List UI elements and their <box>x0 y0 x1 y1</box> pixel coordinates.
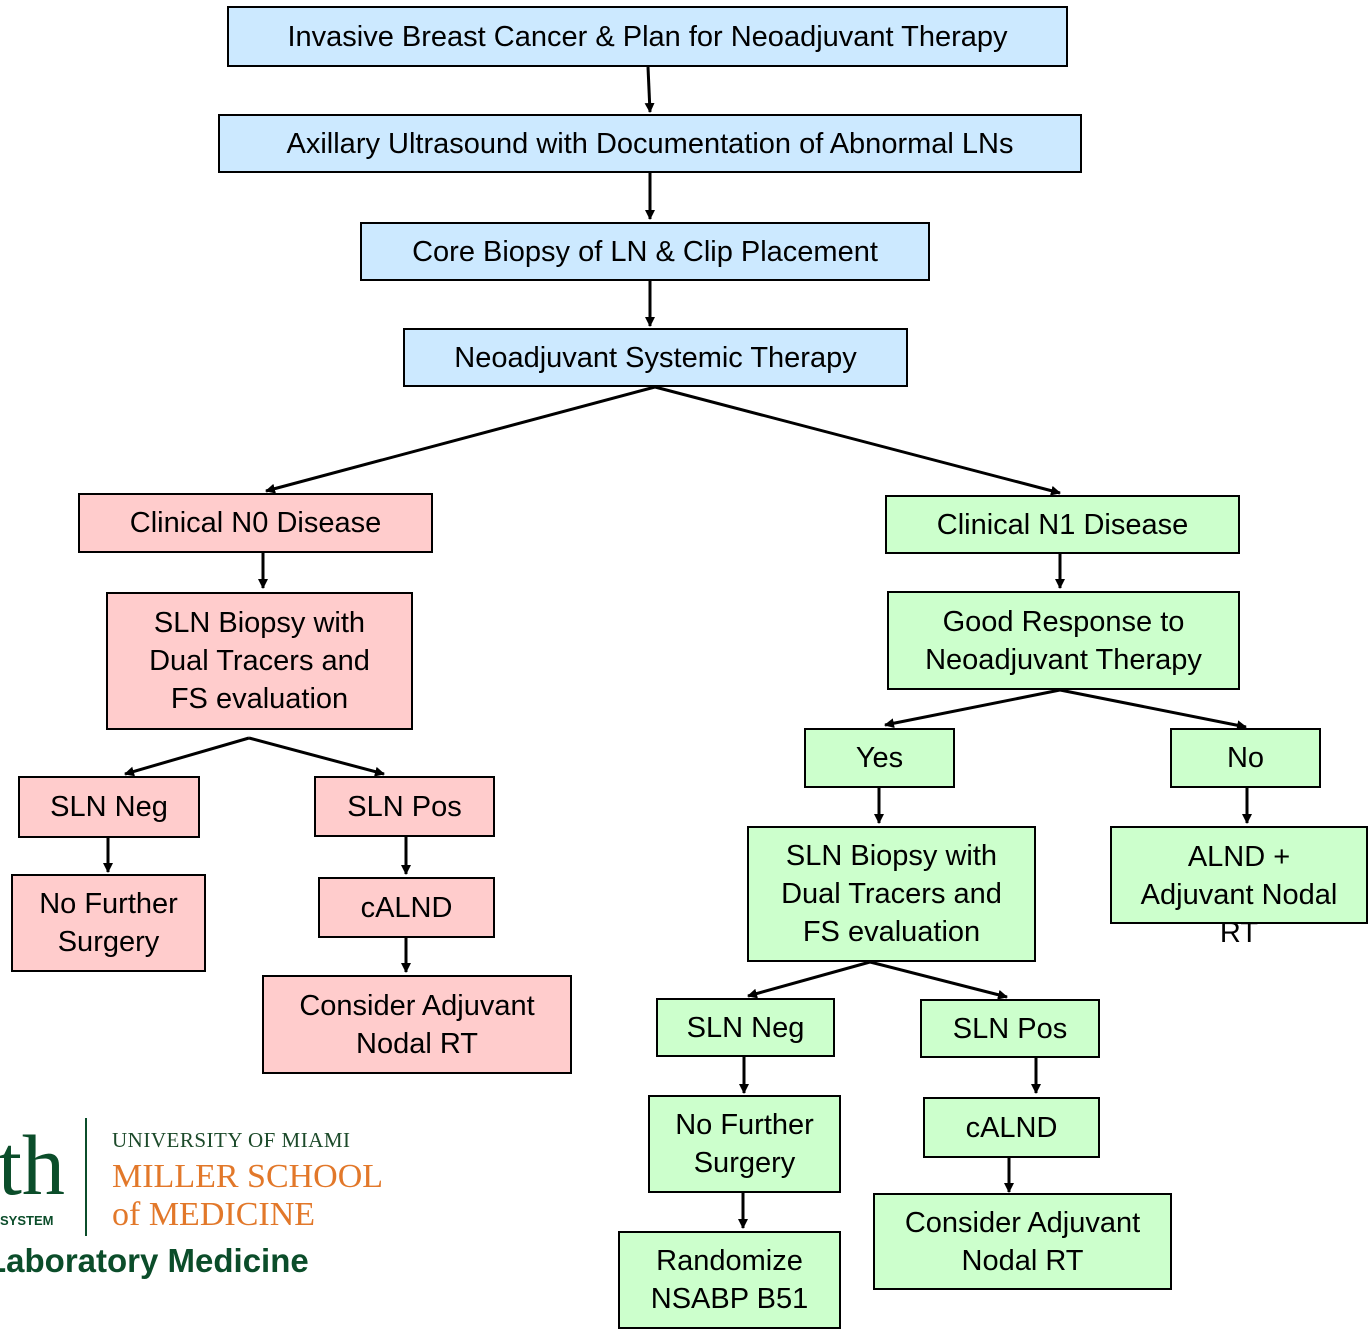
arrow <box>747 960 871 999</box>
node-n1-sln-biopsy: SLN Biopsy with Dual Tracers and FS eval… <box>747 826 1036 962</box>
arrow <box>265 385 656 494</box>
node-clinical-n1: Clinical N1 Disease <box>885 495 1240 554</box>
node-n0-sln-biopsy: SLN Biopsy with Dual Tracers and FS eval… <box>106 592 413 730</box>
node-clinical-n0: Clinical N0 Disease <box>78 493 433 553</box>
node-axillary-ultrasound: Axillary Ultrasound with Documentation o… <box>218 114 1082 173</box>
logo-system-text: SYSTEM <box>0 1213 54 1228</box>
arrow <box>644 66 655 113</box>
logo-laboratory-medicine: Laboratory Medicine <box>0 1242 309 1279</box>
logo-miller-school: MILLER SCHOOL <box>112 1158 384 1195</box>
node-yes: Yes <box>804 728 955 788</box>
node-n1-sln-neg: SLN Neg <box>656 998 835 1057</box>
node-n0-consider-adjuvant: Consider Adjuvant Nodal RT <box>262 975 572 1074</box>
logo-of-medicine: of MEDICINE <box>112 1196 316 1233</box>
arrow <box>248 736 385 777</box>
node-n0-calnd: cALND <box>318 877 495 938</box>
arrow <box>654 385 1061 496</box>
node-no: No <box>1170 728 1321 788</box>
node-core-biopsy: Core Biopsy of LN & Clip Placement <box>360 222 930 281</box>
node-invasive-breast-cancer: Invasive Breast Cancer & Plan for Neoadj… <box>227 6 1068 67</box>
arrow <box>1059 688 1247 731</box>
node-n1-calnd: cALND <box>923 1097 1100 1158</box>
arrow <box>884 688 1061 729</box>
node-n0-sln-neg: SLN Neg <box>18 776 200 838</box>
node-good-response: Good Response to Neoadjuvant Therapy <box>887 591 1240 690</box>
arrow <box>124 736 250 777</box>
logo-mark: th <box>0 1117 65 1213</box>
node-n0-sln-pos: SLN Pos <box>314 776 495 837</box>
node-n1-no-further-surgery: No Further Surgery <box>648 1095 841 1193</box>
node-n1-alnd: ALND + Adjuvant Nodal RT <box>1110 826 1368 949</box>
node-n1-consider-adjuvant: Consider Adjuvant Nodal RT <box>873 1193 1172 1290</box>
logo-divider <box>85 1118 87 1236</box>
node-neoadjuvant-systemic-therapy: Neoadjuvant Systemic Therapy <box>403 328 908 387</box>
logo-university: UNIVERSITY OF MIAMI <box>112 1128 351 1152</box>
node-n0-no-further-surgery: No Further Surgery <box>11 874 206 972</box>
node-n1-sln-pos: SLN Pos <box>920 999 1100 1058</box>
arrow <box>869 960 1008 1000</box>
node-randomize-nsabp: Randomize NSABP B51 <box>618 1231 841 1329</box>
